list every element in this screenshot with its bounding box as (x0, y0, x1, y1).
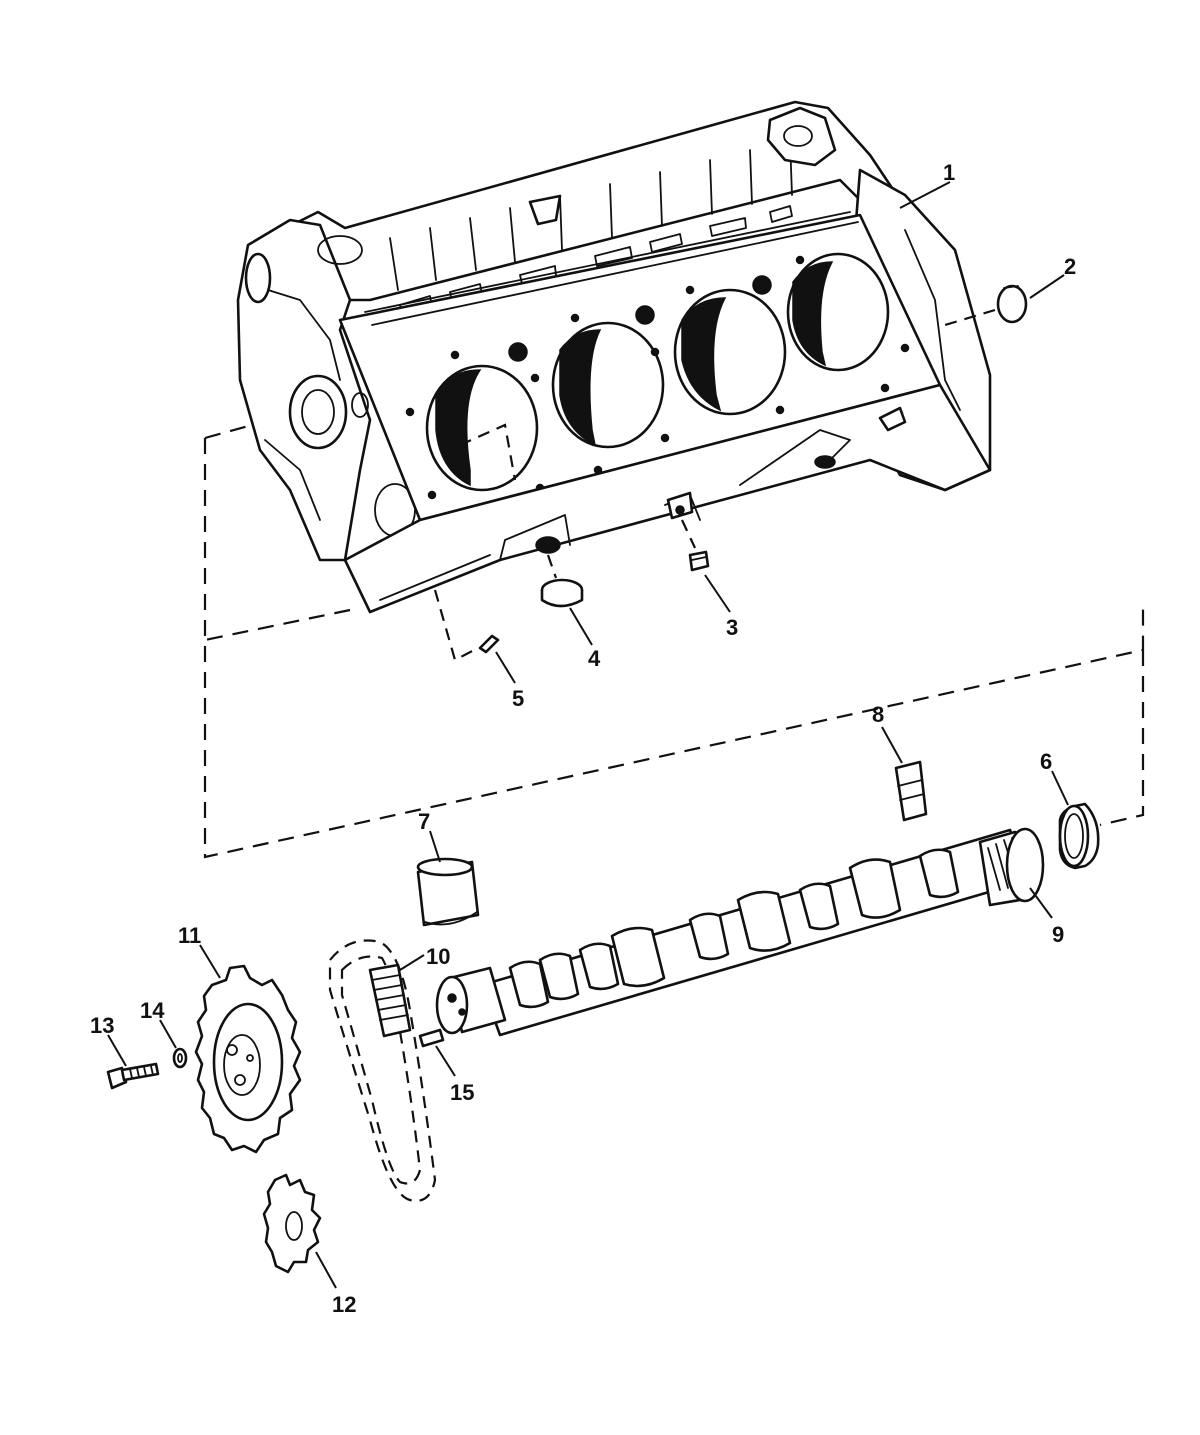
part-11-camshaft-sprocket (194, 964, 302, 1154)
callout-11: 11 (178, 923, 201, 948)
callout-13: 13 (90, 1013, 114, 1038)
part-14-washer (172, 1047, 188, 1069)
callout-7: 7 (418, 809, 430, 834)
callout-15: 15 (450, 1080, 474, 1105)
callout-10: 10 (426, 944, 450, 969)
callout-8: 8 (872, 702, 884, 727)
callout-14: 14 (140, 998, 165, 1023)
callout-9: 9 (1052, 922, 1064, 947)
part-2-core-plug (944, 284, 1028, 327)
engine-block (236, 100, 992, 614)
callout-5: 5 (512, 686, 524, 711)
part-9-camshaft (435, 827, 1045, 1037)
part-6-camshaft-bearing (1058, 802, 1100, 870)
callout-4: 4 (588, 646, 601, 671)
assembly-dashed-outline (203, 423, 1145, 859)
part-12-crankshaft-sprocket (262, 1173, 322, 1274)
leader-lines (107, 181, 1069, 1289)
head-bolt-holes (405, 255, 910, 500)
callout-6: 6 (1040, 749, 1052, 774)
part-15-dowel-pin (418, 1028, 445, 1048)
part-10-timing-chain (328, 939, 437, 1202)
callout-3: 3 (726, 615, 738, 640)
callout-1: 1 (943, 160, 955, 185)
part-13-bolt (106, 1062, 160, 1090)
callout-12: 12 (332, 1292, 356, 1317)
part-7-camshaft-bearing (416, 857, 480, 927)
part-4-core-plug (540, 554, 584, 608)
cylinder-bores (425, 252, 890, 492)
part-3-plug (681, 519, 710, 572)
part-8-key (894, 760, 928, 822)
callout-labels: 1 2 3 4 5 6 7 8 9 10 11 12 13 14 15 (90, 160, 1076, 1317)
callout-2: 2 (1064, 254, 1076, 279)
part-5-dowel-pin (433, 589, 500, 662)
